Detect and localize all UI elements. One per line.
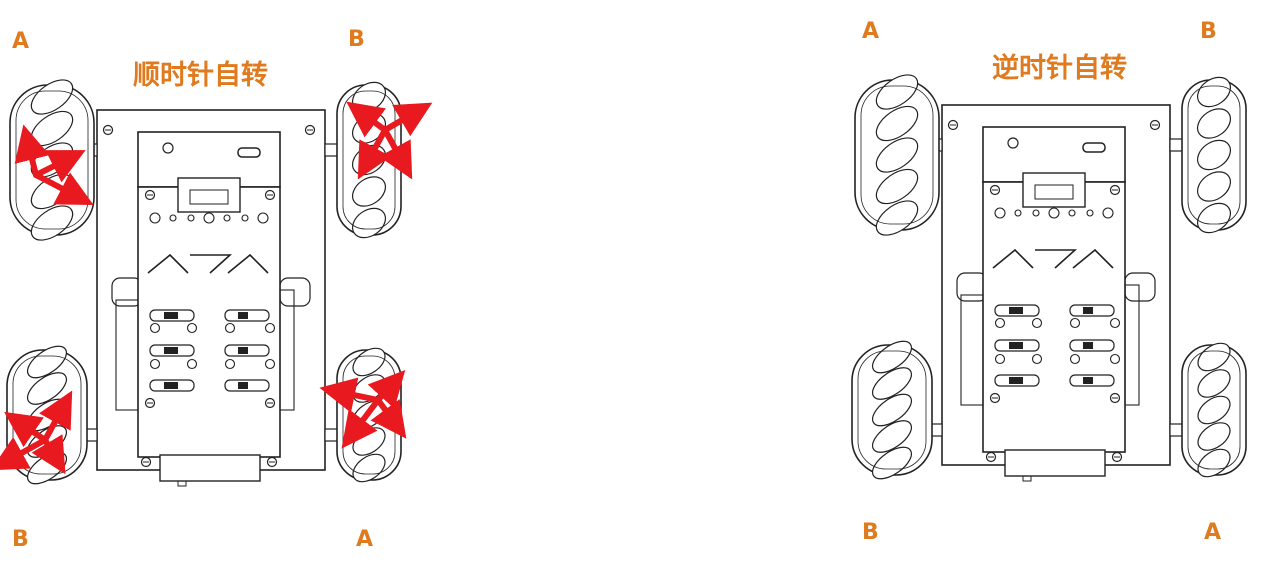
wheel-label-top-right-1: B <box>348 27 365 52</box>
mecanum-wheel-icon <box>1181 76 1247 234</box>
vent-chevron <box>1072 248 1114 269</box>
mecanum-wheel-icon <box>9 79 95 241</box>
direction-arrow-icon <box>346 101 388 138</box>
bracket <box>1022 172 1086 208</box>
wheel-label-bottom-right-1: A <box>356 527 374 552</box>
wheel-label-top-left-1: A <box>12 29 30 54</box>
vent-chevron <box>227 253 269 274</box>
wheel-label-bottom-right-2: A <box>1204 520 1222 545</box>
port-slot <box>994 374 1040 387</box>
mecanum-wheel-icon <box>1181 342 1247 478</box>
wheel-label-top-left-2: A <box>862 19 880 44</box>
port-slot <box>149 309 195 322</box>
direction-arrow-icon <box>370 397 407 439</box>
vent-chevron <box>992 248 1034 269</box>
side-board <box>279 289 295 411</box>
controller-plate <box>137 186 281 458</box>
direction-arrow-icon <box>33 150 86 183</box>
wheel-label-top-right-2: B <box>1200 19 1217 44</box>
port-slot <box>224 309 270 322</box>
direction-arrow-icon <box>382 102 433 137</box>
vent-chevron <box>190 254 233 274</box>
port-slot <box>994 339 1040 352</box>
vent-chevron <box>1035 249 1078 269</box>
mecanum-wheel-icon <box>854 74 940 236</box>
controller-plate <box>982 181 1126 453</box>
port-slot <box>224 344 270 357</box>
side-board <box>1124 284 1140 406</box>
battery-cover <box>982 126 1126 183</box>
port-slot <box>994 304 1040 317</box>
direction-arrow-icon <box>39 390 73 443</box>
port-slot <box>149 379 195 392</box>
port-slot <box>149 344 195 357</box>
vent-chevron <box>147 253 189 274</box>
port-slot <box>1069 374 1115 387</box>
direction-arrow-icon <box>31 434 66 475</box>
bracket <box>177 177 241 213</box>
chassis-icon <box>851 74 1247 482</box>
direction-arrow-icon <box>357 127 391 180</box>
port-slot <box>224 379 270 392</box>
direction-arrow-icon <box>33 172 94 205</box>
chassis-icon <box>0 79 433 487</box>
mecanum-wheel-icon <box>6 345 88 485</box>
port-slot <box>1069 304 1115 317</box>
direction-arrow-icon <box>367 370 406 409</box>
switch-icon <box>237 147 261 158</box>
diagram-title-2: 逆时针自转 <box>992 53 1127 84</box>
mecanum-wheel-icon <box>851 340 933 480</box>
side-board <box>115 299 139 411</box>
direction-arrow-icon <box>379 127 413 180</box>
side-board <box>960 294 984 406</box>
wheel-label-bottom-left-2: B <box>862 520 879 545</box>
switch-icon <box>1082 142 1106 153</box>
direction-arrow-icon <box>14 124 50 178</box>
wheel-label-bottom-left-1: B <box>12 527 29 552</box>
port-slot <box>1069 339 1115 352</box>
diagram-title-1: 顺时针自转 <box>133 60 268 91</box>
